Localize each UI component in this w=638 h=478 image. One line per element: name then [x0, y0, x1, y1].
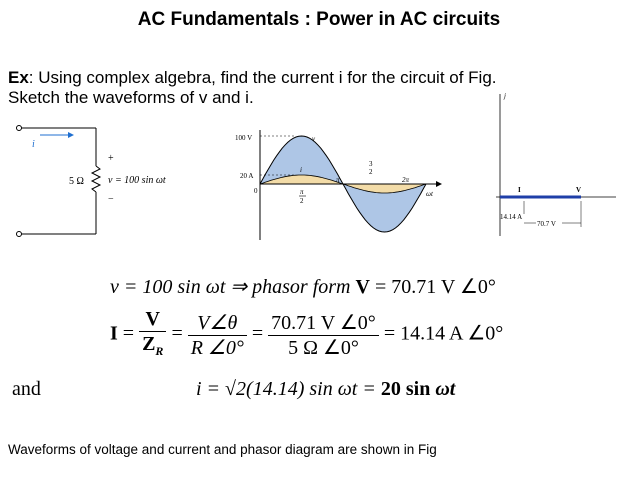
top-terminal [16, 125, 22, 131]
eq2-i: I [110, 322, 118, 345]
pi-half-num: π [300, 188, 304, 196]
resistor [90, 165, 102, 193]
frac1-num: V [139, 307, 167, 332]
eq3-lhs: i = √2(14.14) sin ωt = [196, 378, 381, 400]
three-pi-half-mid: 2 [369, 168, 373, 176]
frac2-den: R ∠0° [190, 336, 244, 359]
omega-t-label: ωt [426, 190, 434, 198]
example-text-1: : Using complex algebra, find the curren… [28, 68, 497, 87]
i-magnitude: 14.14 A [500, 213, 522, 221]
minus-sign: − [108, 194, 114, 205]
three-pi-half-num: 3 [369, 160, 373, 168]
i-curve-label: i [300, 166, 302, 174]
j-label: j [503, 92, 506, 100]
equation-time-domain-current: i = √2(14.14) sin ωt = 20 sin ωt [196, 378, 455, 401]
example-label: Ex [8, 68, 29, 87]
eq2-equals-1: = [117, 322, 140, 345]
eq3-and: and [12, 378, 41, 400]
v-phasor-label: V [576, 186, 581, 194]
eq1-rhs: = 70.71 V ∠0° [369, 276, 496, 298]
frac2-num: V∠θ [187, 311, 247, 336]
voltage-negative-fill [343, 184, 426, 232]
current-label: i [32, 139, 35, 150]
eq2-result: = 14.14 A ∠0° [383, 322, 504, 345]
example-line-1: Ex: Using complex algebra, find the curr… [8, 68, 497, 88]
voltage-positive-fill [260, 136, 343, 184]
example-line-2: Sketch the waveforms of v and i. [8, 88, 254, 106]
source-label: v = 100 sin ωt [108, 175, 166, 186]
v-curve-label: v [312, 135, 316, 143]
i-peak-label: 20 A [240, 172, 253, 180]
v-peak-label: 100 V [235, 134, 252, 142]
circuit-diagram: i 5 Ω + − v = 100 sin ωt [16, 125, 166, 237]
i-phasor-label: I [518, 186, 521, 194]
bottom-terminal [16, 231, 22, 237]
equation-phasor-form: v = 100 sin ωt ⇒ phasor form V = 70.71 V… [110, 274, 496, 299]
frac3-den: 5 Ω ∠0° [288, 336, 359, 359]
frac3-num: 70.71 V ∠0° [268, 311, 379, 336]
frac1-den: ZR [142, 333, 164, 358]
current-positive-fill [260, 175, 343, 184]
pi-half-den: 2 [300, 197, 304, 205]
footer-text: Waveforms of voltage and current and pha… [8, 442, 437, 457]
eq3-tail: ωt [430, 378, 456, 400]
eq1-lhs: v = 100 sin ωt ⇒ phasor form [110, 276, 356, 298]
fraction-v-theta: V∠θ R ∠0° [187, 311, 247, 360]
eq1-v: V [355, 276, 370, 298]
pi-label: π [336, 176, 340, 184]
origin-label: 0 [254, 187, 258, 195]
fraction-values: 70.71 V ∠0° 5 Ω ∠0° [268, 311, 379, 360]
two-pi-label: 2π [402, 176, 410, 184]
eq3-bold: 20 sin [380, 378, 431, 400]
plus-sign: + [108, 153, 114, 164]
waveform-plot: 100 V 20 A 0 π 2 π 3 2 2π ωt v i [235, 130, 442, 240]
equation-current-phasor: I = V ZR = V∠θ R ∠0° = 70.71 V ∠0° 5 Ω ∠… [110, 307, 503, 363]
fraction-v-over-z: V ZR [139, 307, 167, 363]
slide-title: AC Fundamentals : Power in AC circuits [137, 9, 501, 30]
phasor-diagram: j I V 14.14 A 70.7 V [496, 92, 616, 236]
resistor-label: 5 Ω [69, 176, 84, 187]
current-negative-fill [343, 184, 426, 193]
v-magnitude: 70.7 V [537, 220, 556, 228]
